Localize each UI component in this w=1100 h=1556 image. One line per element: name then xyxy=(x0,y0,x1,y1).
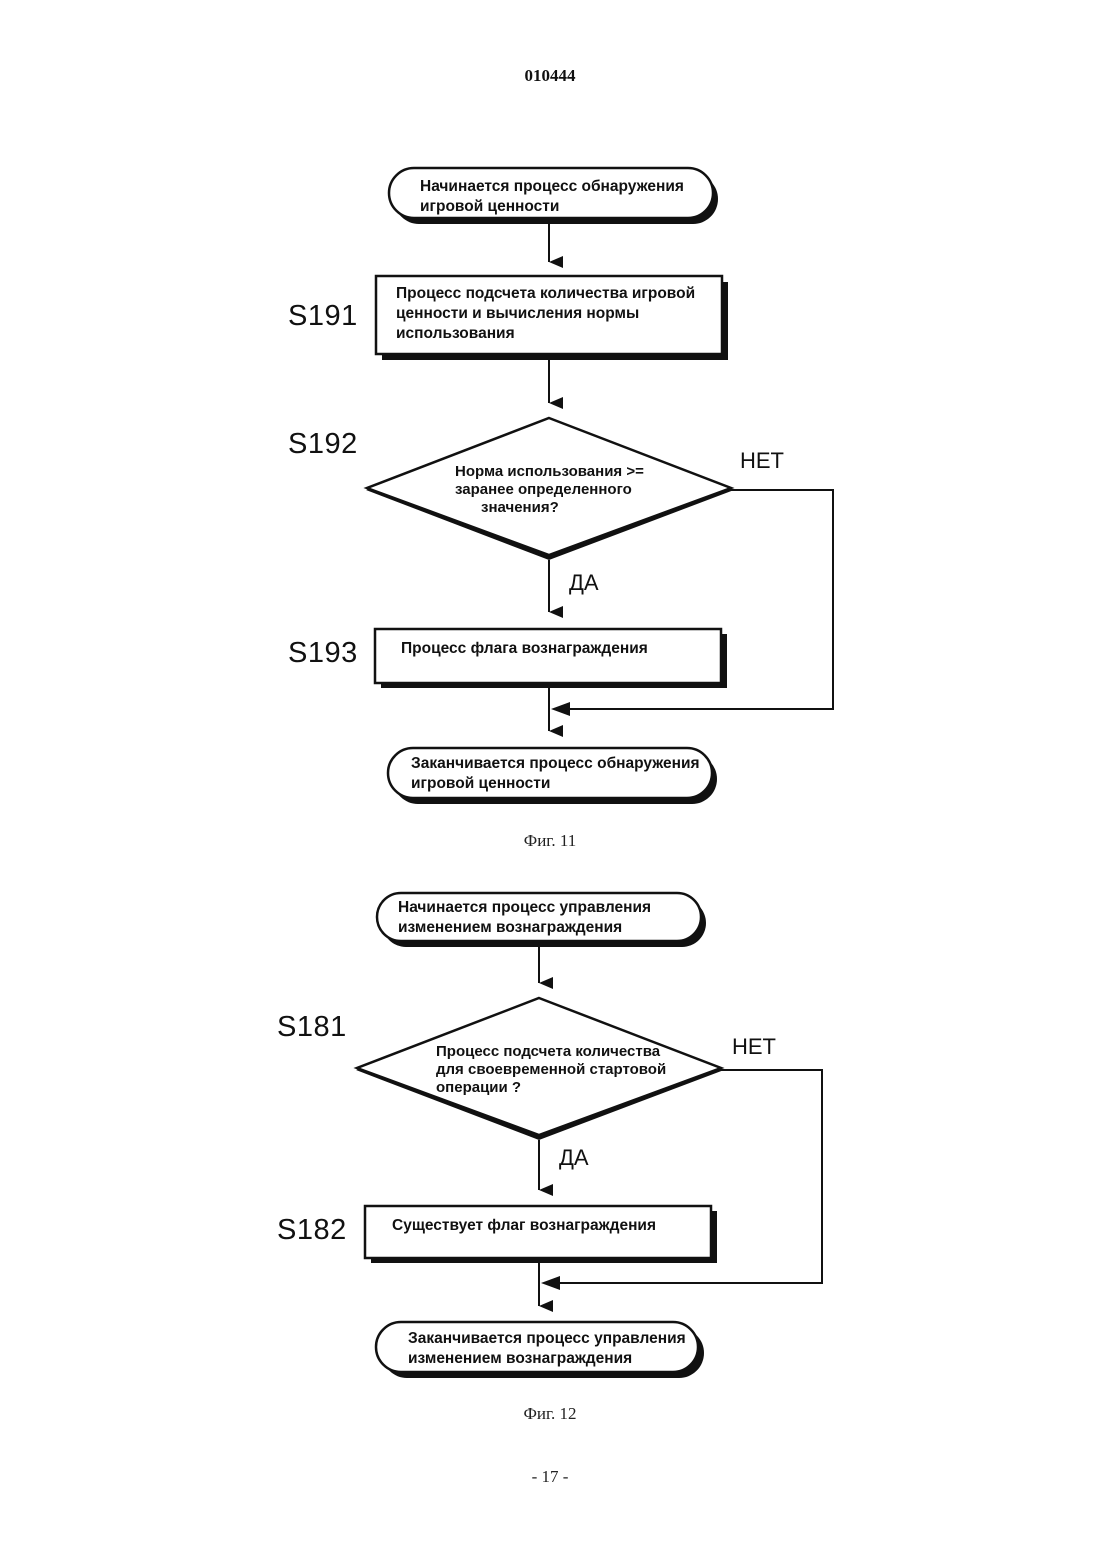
fig12-s181-line1: Процесс подсчета количества xyxy=(436,1043,666,1061)
fig11-s192-label: S192 xyxy=(288,428,358,461)
fig12-s181-line2: для своевременной стартовой xyxy=(436,1061,666,1079)
fig12-end-line2: изменением вознаграждения xyxy=(408,1349,686,1369)
fig11-end-line2: игровой ценности xyxy=(411,774,700,794)
fig11-s191-line3: использования xyxy=(396,324,695,344)
fig11-start-line1: Начинается процесс обнаружения xyxy=(420,177,684,197)
fig12-yes-label: ДА xyxy=(559,1145,589,1171)
fig11-caption: Фиг. 11 xyxy=(0,831,1100,851)
fig11-s192-line3: значения? xyxy=(455,499,644,517)
fig11-s191-label: S191 xyxy=(288,300,358,333)
fig11-s193-label: S193 xyxy=(288,637,358,670)
fig12-no-label: НЕТ xyxy=(732,1034,776,1060)
fig11-end-text: Заканчивается процесс обнаружения игрово… xyxy=(411,754,700,794)
fig11-no-label: НЕТ xyxy=(740,448,784,474)
page-number: - 17 - xyxy=(0,1467,1100,1487)
fig12-no-arrowhead xyxy=(541,1276,560,1290)
fig11-yes-label: ДА xyxy=(569,570,599,596)
fig12-end-line1: Заканчивается процесс управления xyxy=(408,1329,686,1349)
fig12-s181-line3: операции ? xyxy=(436,1079,666,1097)
fig11-s191-line1: Процесс подсчета количества игровой xyxy=(396,284,695,304)
fig11-s191-text: Процесс подсчета количества игровой ценн… xyxy=(396,284,695,344)
fig12-start-text: Начинается процесс управления изменением… xyxy=(398,898,651,938)
fig11-start-line2: игровой ценности xyxy=(420,197,684,217)
fig11-end-line1: Заканчивается процесс обнаружения xyxy=(411,754,700,774)
fig12-start-line2: изменением вознаграждения xyxy=(398,918,651,938)
fig12-caption: Фиг. 12 xyxy=(0,1404,1100,1424)
fig11-s191-line2: ценности и вычисления нормы xyxy=(396,304,695,324)
fig11-s192-text: Норма использования >= заранее определен… xyxy=(455,463,644,517)
fig11-no-arrowhead xyxy=(551,702,570,716)
fig12-s182-text: Существует флаг вознаграждения xyxy=(392,1216,656,1236)
fig11-s192-line1: Норма использования >= xyxy=(455,463,644,481)
fig12-start-line1: Начинается процесс управления xyxy=(398,898,651,918)
figure-12 xyxy=(356,893,822,1378)
fig11-start-text: Начинается процесс обнаружения игровой ц… xyxy=(420,177,684,217)
fig11-s192-line2: заранее определенного xyxy=(455,481,644,499)
fig11-s193-text: Процесс флага вознаграждения xyxy=(401,639,648,659)
fig12-s182-label: S182 xyxy=(277,1214,347,1247)
fig12-s181-label: S181 xyxy=(277,1011,347,1044)
fig12-s181-text: Процесс подсчета количества для своеврем… xyxy=(436,1043,666,1097)
fig12-end-text: Заканчивается процесс управления изменен… xyxy=(408,1329,686,1369)
